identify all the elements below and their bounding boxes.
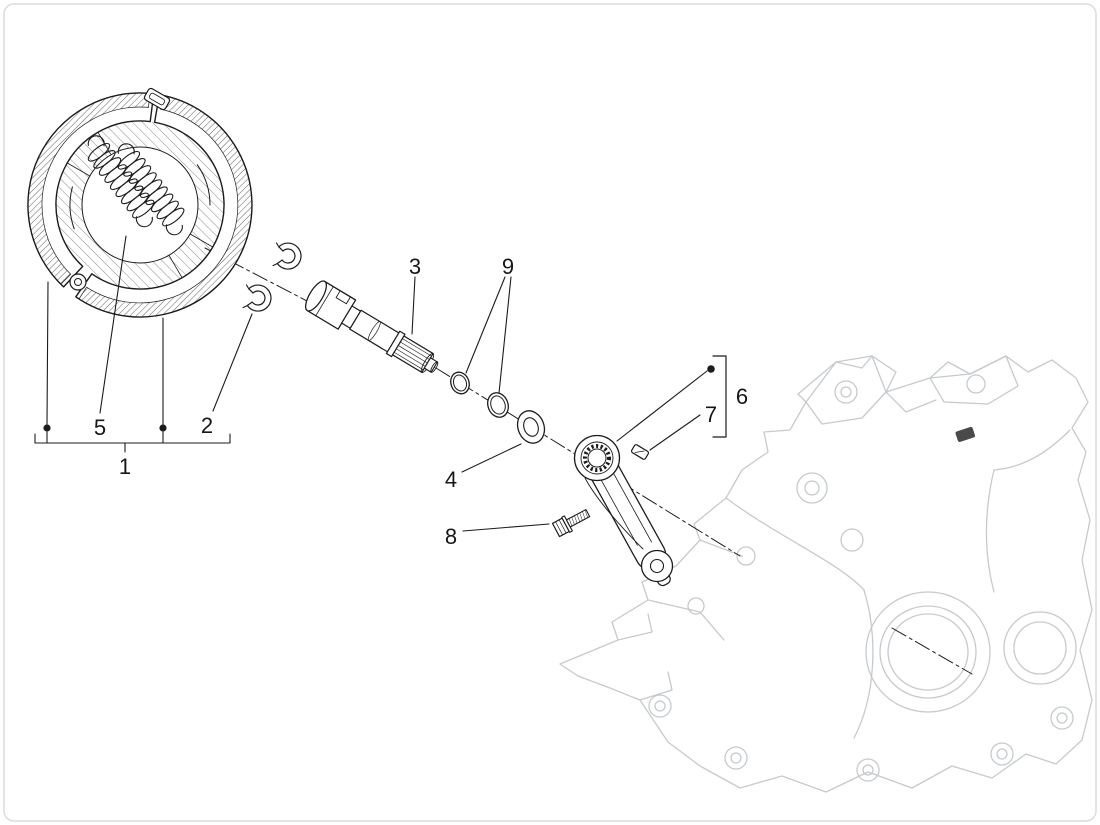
brake-return-spring (87, 135, 155, 228)
case-boss-right (1003, 611, 1077, 685)
o-ring-small (450, 371, 470, 395)
shoe-web-texture (56, 121, 224, 289)
callout-leaders (34, 235, 727, 532)
case-rib (725, 497, 865, 591)
bolt-shank (565, 509, 591, 528)
leader-8 (462, 523, 550, 532)
case-edge-detail (639, 671, 673, 701)
case-dark-key-detail (955, 426, 975, 442)
leader-2 (212, 313, 253, 412)
page-border (3, 3, 1097, 822)
case-boss (736, 546, 756, 566)
callout-8: 8 (445, 524, 457, 549)
case-rib (647, 599, 725, 641)
lever-lower-boss (640, 549, 674, 583)
crank-seal-bore-inner (879, 605, 977, 699)
lever-contour-line (584, 477, 644, 550)
centerline-segment (891, 627, 973, 675)
lever-lower-hole (649, 558, 665, 574)
case-boss-hole (804, 480, 820, 496)
case-edge-detail (617, 613, 653, 641)
engine-mount-lug-right (929, 355, 1019, 405)
callout-6-bracket (712, 355, 727, 438)
callout-1: 1 (119, 454, 131, 479)
centerline-segment (435, 367, 741, 557)
callout-2: 2 (201, 413, 213, 438)
shoe-cam-block (143, 87, 171, 111)
brake-shoe-assembly (27, 87, 253, 318)
retaining-clip (272, 242, 302, 270)
brake-lining-right (78, 94, 253, 318)
callout-5: 5 (94, 415, 106, 440)
callout-9: 9 (502, 254, 514, 279)
leader-6 (616, 370, 708, 442)
case-bolt-bosses (648, 694, 1074, 782)
brake-return-spring (117, 143, 185, 236)
lever-serrated-hole (583, 444, 611, 472)
case-rib (853, 589, 874, 739)
shoe-pivot-hole (74, 278, 82, 286)
shoe-hub-ring (81, 146, 199, 264)
leader-4 (461, 443, 522, 473)
leader-9b (498, 276, 512, 394)
lug-hole-left-inner (840, 386, 852, 398)
case-boss (796, 472, 828, 504)
leader-dot (43, 424, 51, 432)
lug-hole-right (966, 374, 986, 394)
callout-4: 4 (445, 467, 457, 492)
spline-ribs (393, 338, 432, 371)
callout-6: 6 (736, 384, 748, 409)
callout-3: 3 (409, 254, 421, 279)
brake-lever (573, 434, 674, 587)
lever-key (630, 444, 650, 460)
case-boss-right-inner (1013, 621, 1067, 675)
o-ring-large (487, 392, 509, 418)
leader-9a (465, 276, 506, 374)
engine-mount-lug-left (805, 355, 887, 425)
leader-5 (99, 235, 127, 414)
leader-3 (411, 276, 416, 335)
case-rib (993, 429, 1071, 471)
retaining-clip (242, 284, 272, 312)
washer (516, 410, 546, 444)
shoe-pivot-post (69, 273, 87, 291)
lug-hole-left (834, 380, 858, 404)
lug-connector-line (885, 391, 937, 413)
case-rib (985, 469, 995, 593)
web-arc-slot (196, 164, 211, 206)
leader-dot (707, 365, 715, 373)
leader-dot (159, 424, 167, 432)
leader-7 (649, 414, 701, 451)
case-boss (840, 528, 864, 552)
case-boss (687, 597, 705, 615)
bolt-threads (568, 509, 588, 527)
group1-leader-left (46, 281, 49, 425)
o-rings (450, 371, 509, 418)
brake-cam-shaft (304, 280, 439, 373)
crankcase-contour (559, 355, 1093, 793)
callout-7: 7 (705, 402, 717, 427)
web-arc-slot (69, 186, 75, 230)
crank-seal-bore (865, 591, 991, 713)
hex-bolt (551, 509, 591, 538)
crank-seal-bore-inner2 (887, 613, 969, 691)
crankcase-ghost-outline (559, 355, 1093, 793)
retaining-clips (242, 242, 302, 312)
shaft-tip (423, 357, 438, 373)
cam-notch (335, 290, 351, 305)
cam-head-cap (304, 280, 328, 312)
